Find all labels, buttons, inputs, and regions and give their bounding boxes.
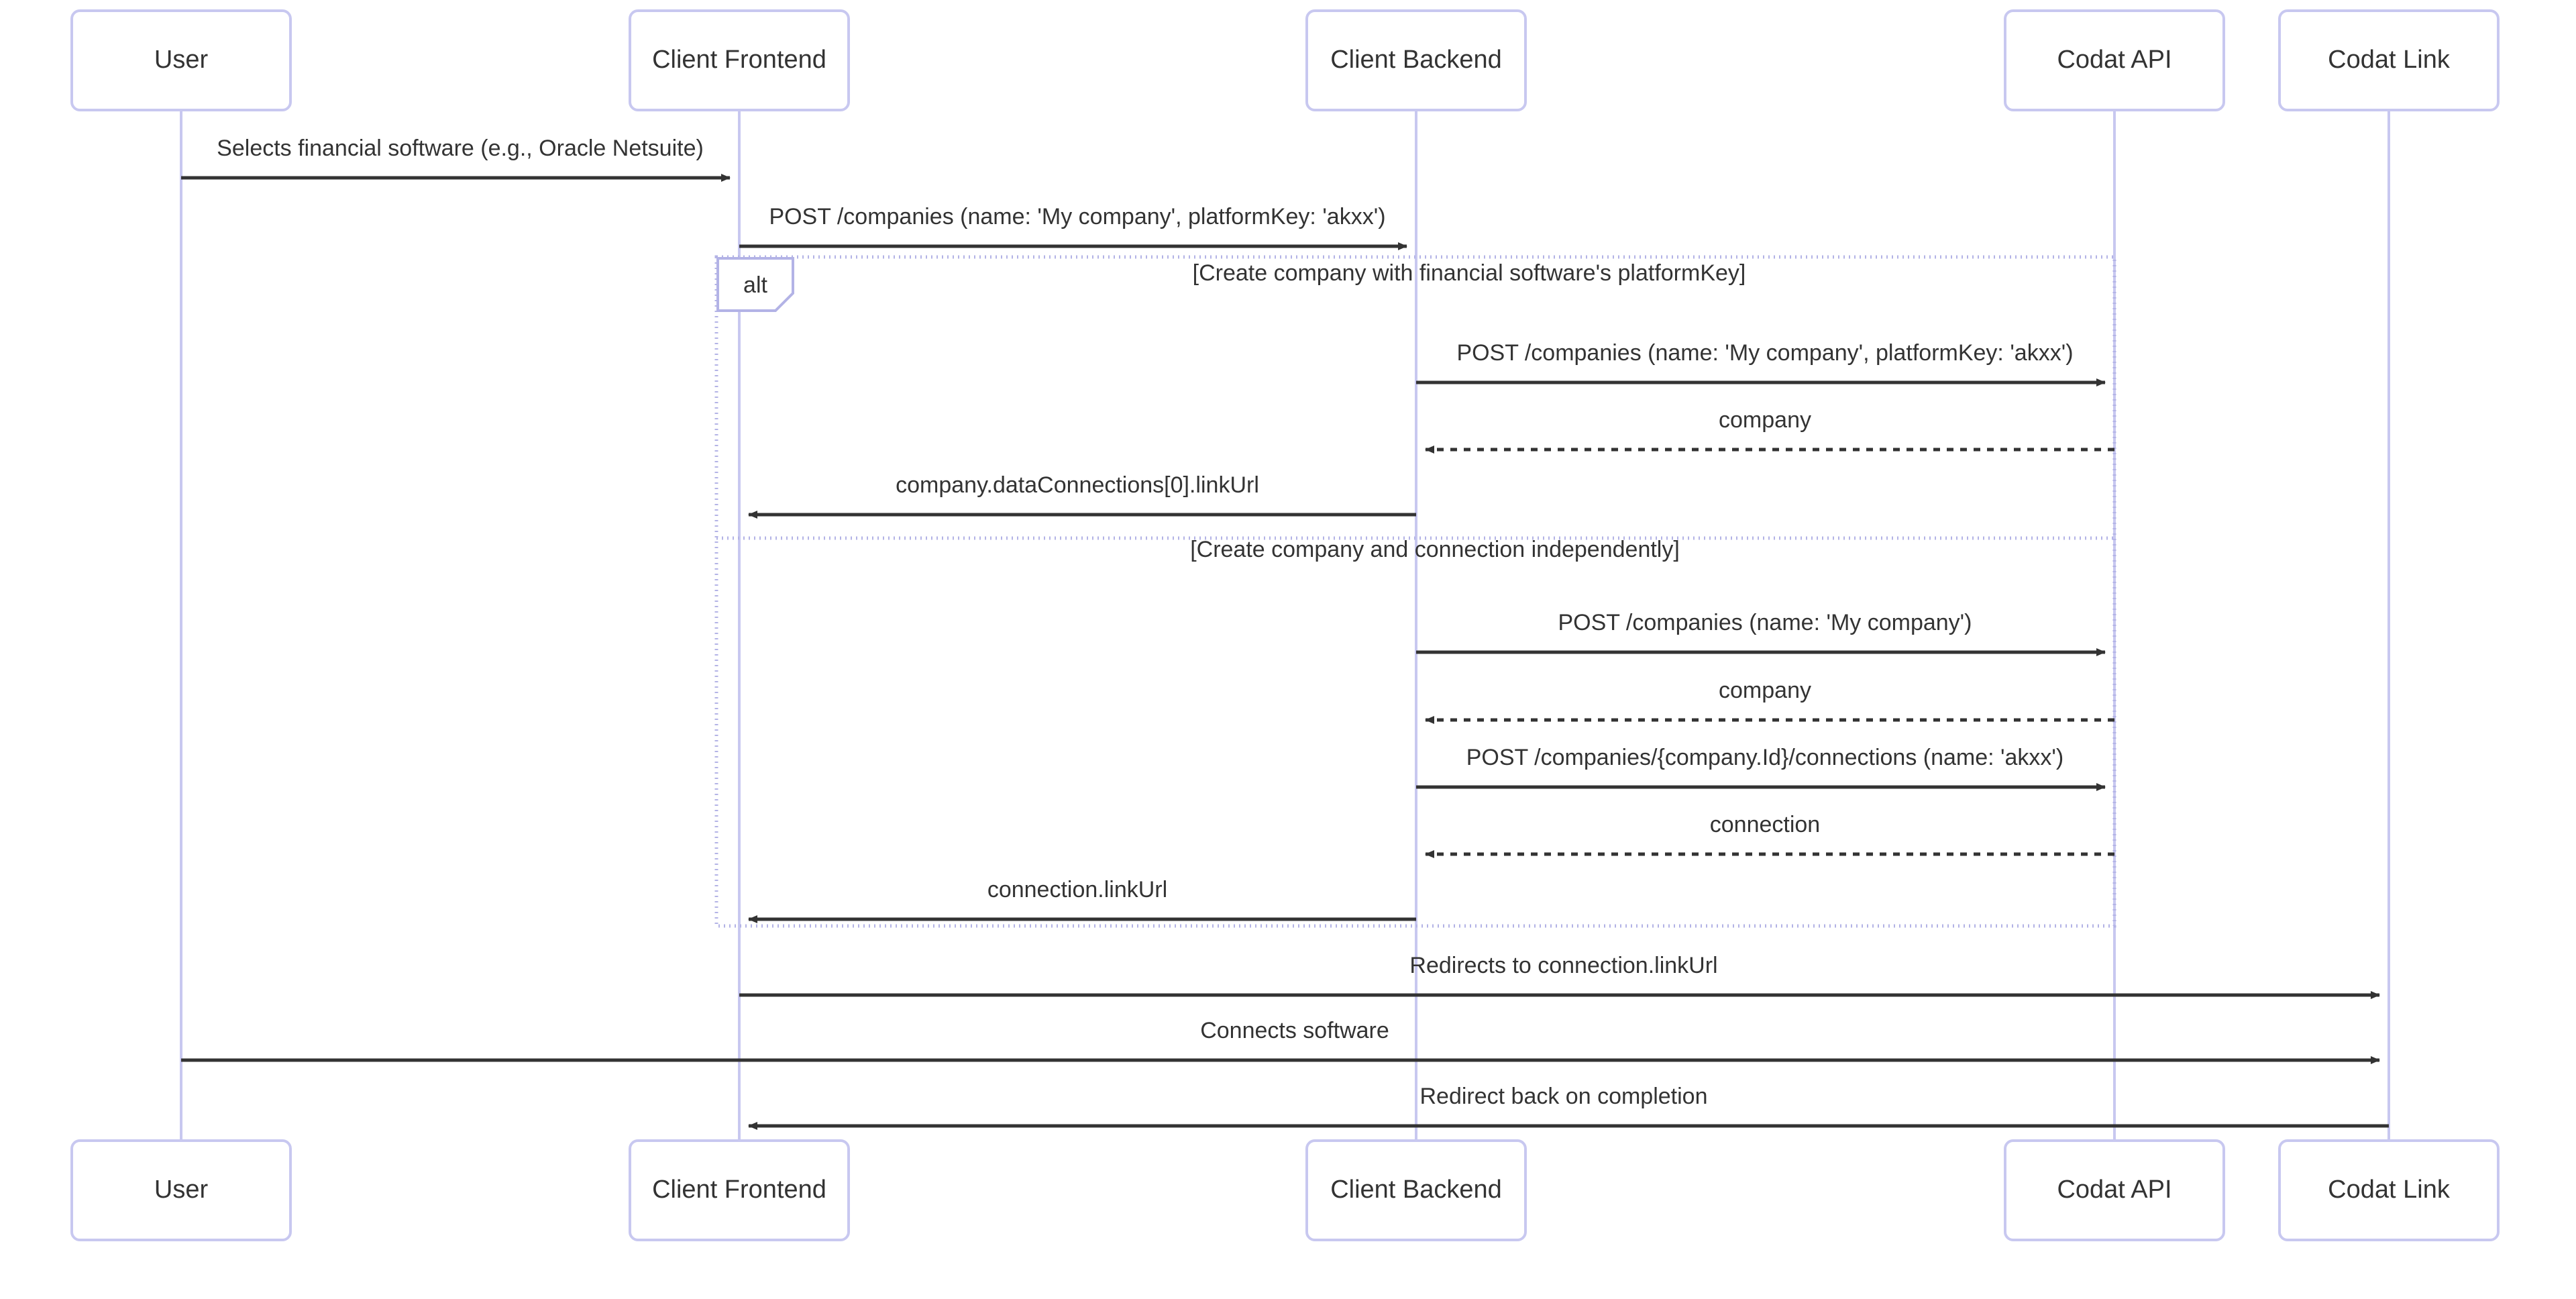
participant-box-backend-top[interactable] [1305,9,1527,111]
message-label-m8: POST /companies/{company.Id}/connections… [1466,745,2064,770]
alt-branch-condition-1: [Create company with financial software'… [1193,260,1746,286]
participant-box-frontend-bottom[interactable] [629,1139,850,1241]
message-label-m1: Selects financial software (e.g., Oracle… [217,136,704,161]
participant-label-codat_api-top: Codat API [2057,46,2171,74]
message-label-m12: Connects software [1200,1018,1389,1043]
message-label-m13: Redirect back on completion [1419,1084,1707,1109]
participant-box-backend-bottom[interactable] [1305,1139,1527,1241]
message-label-m9: connection [1710,812,1820,837]
alt-branch-condition-2: [Create company and connection independe… [1190,537,1680,562]
participant-label-backend-top: Client Backend [1330,46,1502,74]
participant-label-codat_api-bottom: Codat API [2057,1176,2171,1204]
participant-box-codat_link-top[interactable] [2278,9,2500,111]
participant-boxes-bottom: User Client Frontend Client Backend Codat A… [70,1139,2500,1241]
participant-box-codat_link-bottom[interactable] [2278,1139,2500,1241]
message-label-m6: POST /companies (name: 'My company') [1558,610,1972,635]
participant-box-codat_api-top[interactable] [2004,9,2225,111]
alt-label-text: alt [743,272,767,298]
message-label-m4: company [1719,407,1811,433]
participant-box-codat_api-bottom[interactable] [2004,1139,2225,1241]
participant-box-frontend-top[interactable] [629,9,850,111]
message-label-m2: POST /companies (name: 'My company', pla… [769,204,1385,229]
message-label-m7: company [1719,678,1811,703]
participant-label-codat_link-bottom: Codat Link [2328,1176,2451,1204]
participant-label-codat_link-top: Codat Link [2328,46,2451,74]
participant-label-user-top: User [154,46,209,74]
alt-fragment-border [714,255,2116,928]
alt-label-tag [716,257,794,312]
participant-label-backend-bottom: Client Backend [1330,1176,1502,1204]
participant-boxes-top: User Client Frontend Client Backend Codat A… [70,9,2500,111]
participant-box-user-bottom[interactable] [70,1139,292,1241]
messages-group: Selects financial software (e.g., Oracle… [181,136,2389,1130]
alt-fragment-group: alt [Create company with financial softwa… [714,255,2116,928]
participant-box-user-top[interactable] [70,9,292,111]
message-label-m10: connection.linkUrl [987,877,1167,902]
message-label-m5: company.dataConnections[0].linkUrl [896,472,1259,498]
message-label-m3: POST /companies (name: 'My company', pla… [1456,340,2073,366]
participant-label-frontend-bottom: Client Frontend [652,1176,826,1204]
participant-label-user-bottom: User [154,1176,209,1204]
message-label-m11: Redirects to connection.linkUrl [1409,953,1717,978]
participant-label-frontend-top: Client Frontend [652,46,826,74]
